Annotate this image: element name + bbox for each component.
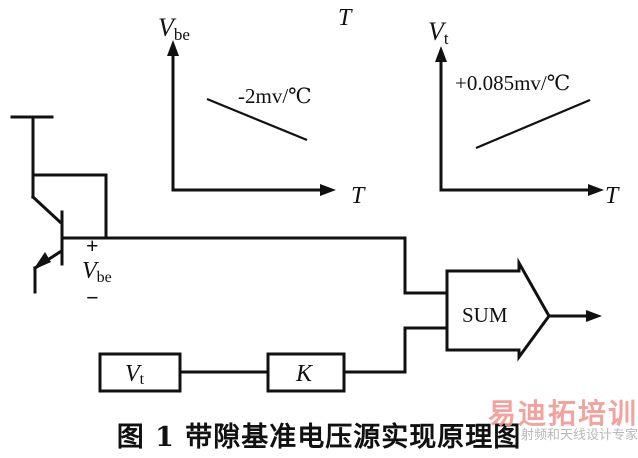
vbe-label: Vbe: [82, 258, 112, 286]
vt-graph-x-arrow: [588, 184, 604, 196]
vt-slope-label: +0.085mv/℃: [455, 71, 570, 95]
watermark: 易迪拓培训 射频和天线设计专家: [478, 397, 638, 443]
k-box-label: K: [295, 361, 314, 387]
vbe-slope-line: [206, 97, 308, 142]
vbe-graph: Vbe T T -2mv/℃: [158, 5, 366, 209]
vt-slope-line: [475, 98, 591, 150]
vbe-graph-x-label: T: [351, 183, 366, 209]
vbe-slope-label: -2mv/℃: [238, 84, 312, 108]
sum-output-arrow: [586, 310, 602, 322]
watermark-sub: 射频和天线设计专家: [520, 428, 638, 443]
bjt-transistor: [10, 115, 108, 294]
vbe-graph-y-arrow: [167, 40, 179, 56]
watermark-main: 易迪拓培训: [487, 397, 638, 430]
vbe-minus-sign: −: [86, 285, 99, 310]
vbe-graph-x-arrow: [320, 184, 336, 196]
sum-block: [445, 257, 551, 362]
vt-graph-y-label: Vt: [428, 17, 449, 48]
emitter-arrow: [33, 252, 51, 270]
collector-diagonal: [30, 194, 63, 225]
vt-graph-y-arrow: [435, 46, 447, 62]
vt-box-label: Vt: [125, 361, 145, 388]
vbe-plus-sign: +: [86, 233, 99, 258]
vbe-graph-top-t-label: T: [338, 5, 353, 31]
sum-label: SUM: [462, 303, 508, 327]
vt-graph-x-label: T: [605, 183, 620, 209]
figure-caption: 图 1 带隙基准电压源实现原理图: [116, 422, 522, 453]
vt-graph: Vt T +0.085mv/℃: [428, 17, 620, 209]
vbe-graph-y-label: Vbe: [158, 13, 190, 44]
